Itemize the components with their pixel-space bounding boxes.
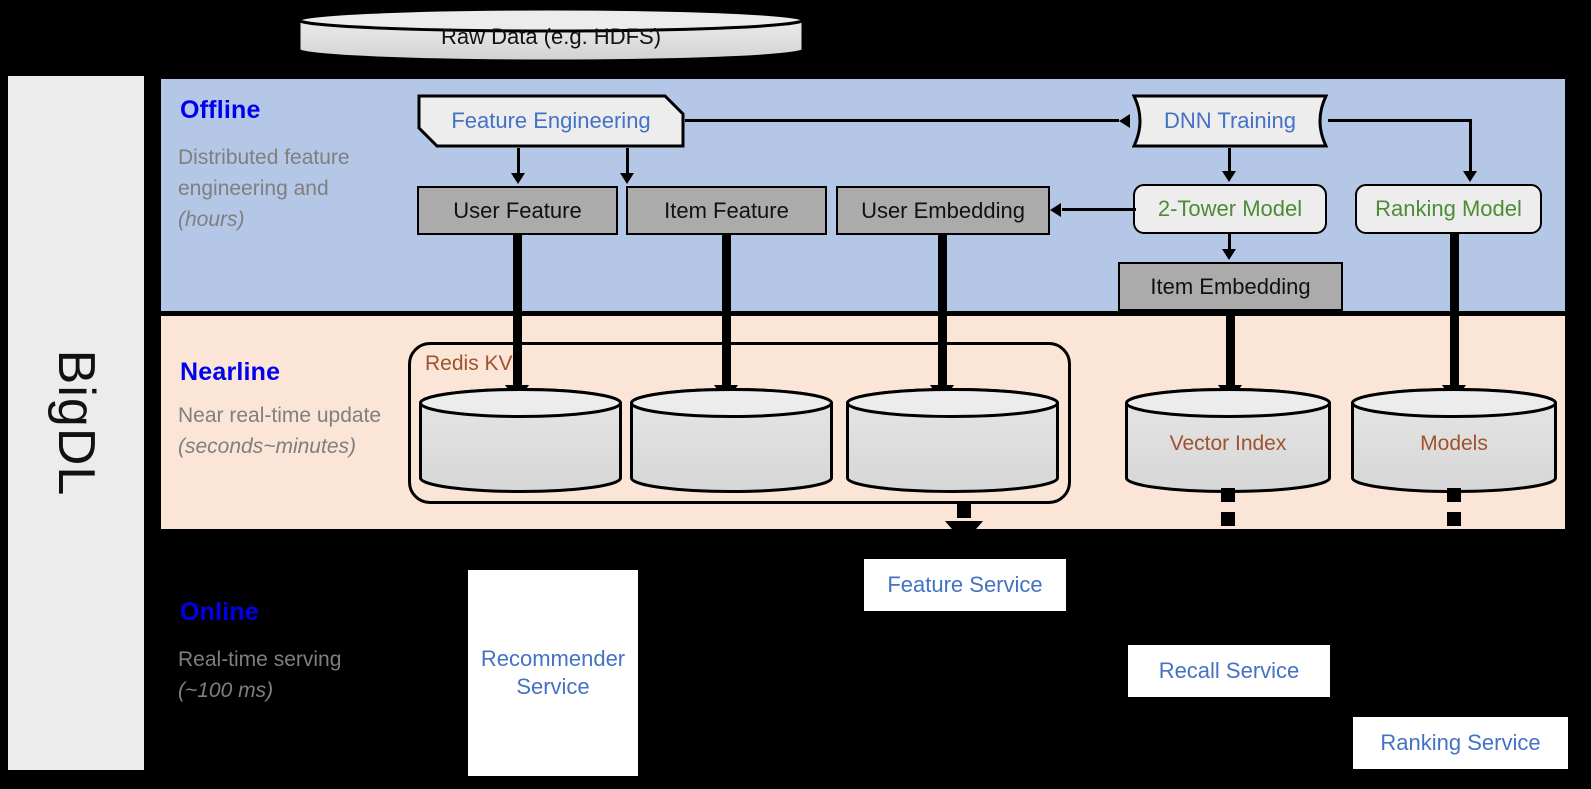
edge-fe-dnn [685,119,1119,122]
online-title: Online [180,598,259,626]
edge-dnn-ranking-h [1328,119,1472,122]
raw-data-cylinder: Raw Data (e.g. HDFS) [296,6,806,64]
user-feature-node[interactable]: User Feature [417,186,618,235]
recall-service-node[interactable]: Recall Service [1128,645,1330,697]
store-shape [630,388,833,493]
dash-vectorindex-2 [1221,512,1235,526]
bigdl-label: BigDL [47,349,105,497]
offline-subtitle: Distributed feature engineering and (hou… [178,146,350,231]
redis-kv-container [408,342,1071,504]
arrowhead-dnn-ranking [1463,171,1477,182]
feature-engineering-shape [417,94,685,148]
models-shape [1351,388,1557,493]
edge-dnn-ranking-v [1469,119,1472,172]
nearline-subtitle: Near real-time update (seconds~minutes) [178,404,382,458]
edge-fe-userfeature [517,148,520,174]
pipe-userembedding-store [938,234,947,392]
dnn-training-shape [1132,94,1328,148]
two-tower-model-node[interactable]: 2-Tower Model [1133,184,1327,234]
feature-engineering-node[interactable]: Feature Engineering [451,108,651,133]
offline-title: Offline [180,96,261,124]
store-shape [846,388,1059,493]
store-cylinder-item [629,387,834,494]
ranking-service-node[interactable]: Ranking Service [1353,717,1568,769]
edge-fe-itemfeature [626,148,629,174]
models-cylinder[interactable]: Models [1350,387,1558,494]
pipe-rankingmodel-models [1450,233,1459,392]
pipe-userfeature-store [513,234,522,392]
arrowhead-dnn-twotower [1222,171,1236,182]
dash-redis-featureservice [957,504,971,518]
item-feature-node[interactable]: Item Feature [626,186,827,235]
pipe-itemfeature-store [722,234,731,392]
raw-data-label: Raw Data (e.g. HDFS) [440,24,662,49]
feature-service-node[interactable]: Feature Service [864,559,1066,611]
recommender-service-node[interactable]: Recommender Service [468,570,638,776]
arrowhead-fe-itemfeature [620,173,634,184]
item-embedding-node[interactable]: Item Embedding [1118,262,1343,311]
bigdl-framework-sidebar: BigDL [8,76,144,770]
user-embedding-node[interactable]: User Embedding [836,186,1050,235]
redis-kv-label: Redis KV [425,352,513,375]
models-label: Models [1420,432,1488,455]
band-online [158,534,1568,789]
dash-vectorindex-1 [1221,488,1235,502]
vector-index-shape [1125,388,1331,493]
store-cylinder-embedding [845,387,1060,494]
vector-index-cylinder[interactable]: Vector Index [1124,387,1332,494]
store-shape [419,388,622,493]
arrowhead-twotower-userembedding [1050,203,1061,217]
nearline-title: Nearline [180,358,281,386]
ranking-model-node[interactable]: Ranking Model [1355,184,1542,234]
edge-twotower-itemembedding [1228,234,1231,250]
dnn-training-node[interactable]: DNN Training [1163,108,1297,133]
arrowhead-twotower-itemembedding [1222,249,1236,260]
dash-models-2 [1447,512,1461,526]
arrowhead-redis-featureservice [945,521,983,543]
edge-dnn-twotower [1228,148,1231,172]
pipe-itemembedding-vectorindex [1226,310,1235,392]
online-subtitle: Real-time serving (~100 ms) [178,648,342,702]
arrowhead-fe-dnn [1119,114,1130,128]
store-cylinder-user [418,387,623,494]
vector-index-label: Vector Index [1169,432,1287,455]
raw-data-shape [297,7,805,63]
edge-twotower-userembedding [1062,208,1136,211]
dash-models-1 [1447,488,1461,502]
arrowhead-fe-userfeature [511,173,525,184]
